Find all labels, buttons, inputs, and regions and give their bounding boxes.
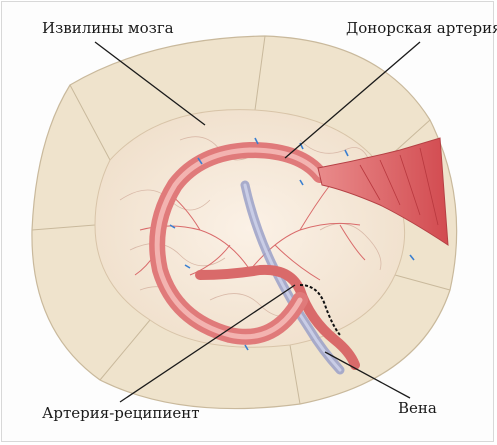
label-brain-gyri: Извилины мозга bbox=[42, 19, 174, 37]
label-donor-artery: Донорская артерия bbox=[346, 19, 497, 37]
label-vein: Вена bbox=[398, 399, 437, 417]
label-recipient-artery: Артерия-реципиент bbox=[42, 404, 200, 422]
